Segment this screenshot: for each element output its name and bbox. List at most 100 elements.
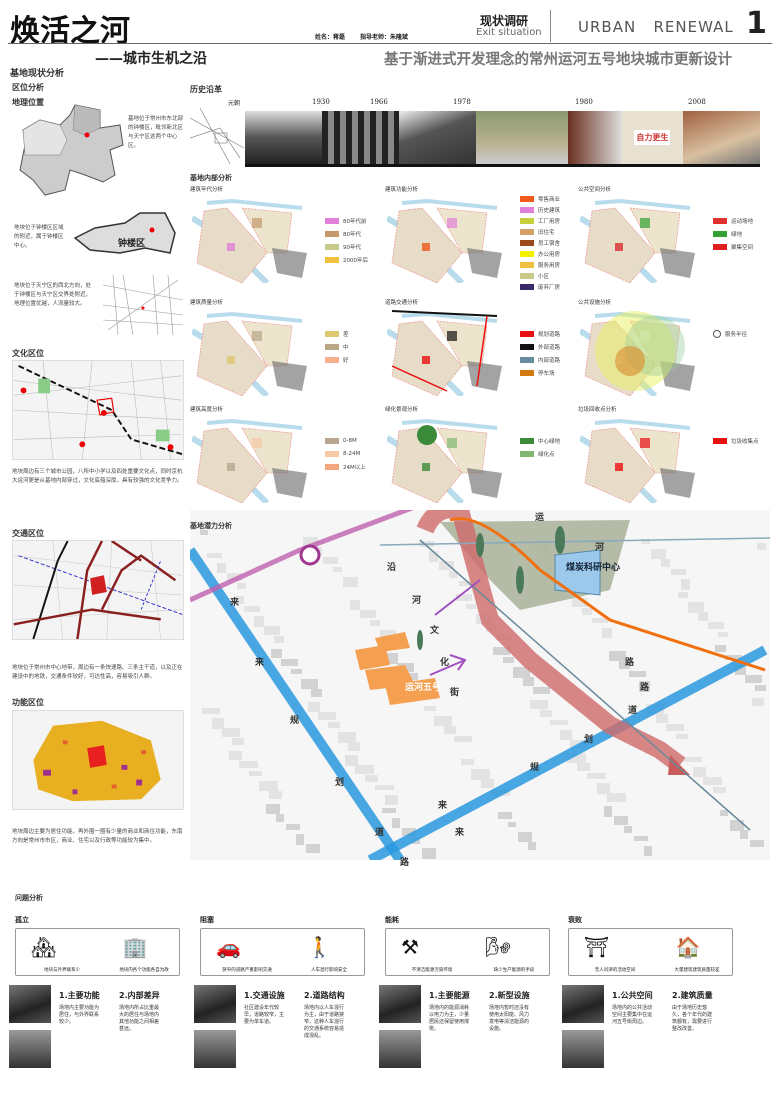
legend-label: 垃圾收集点	[731, 438, 759, 445]
legend-label: 办公用房	[538, 251, 561, 258]
legend-label: 运动场地	[731, 218, 754, 225]
geo-title: 地理位置	[12, 98, 44, 107]
site-label: 运河五号	[405, 683, 442, 693]
analysis-map	[192, 311, 307, 396]
analysis-map	[580, 418, 695, 503]
illustration-icon: 🏘 🏢	[31, 935, 178, 959]
problems-title: 问题分析	[15, 894, 43, 902]
legend-label: 绿化点	[538, 451, 555, 458]
problem-category: 孤立	[15, 916, 29, 924]
road-name-char: 规	[530, 763, 540, 773]
legend-item: 外部道路	[520, 341, 560, 352]
location-title: 区位分析	[12, 83, 44, 92]
legend-item: 停车场	[520, 367, 555, 378]
problem-illustration-box: ⛩ 🏠 无人问津的活动空间 大量建筑建筑质量较差	[568, 928, 733, 976]
legend-swatch	[520, 206, 534, 213]
problem-photo	[9, 985, 51, 1023]
culture-title: 文化区位	[12, 349, 44, 358]
legend-swatch	[325, 230, 339, 237]
problem-illustration-box: ⚒ 🌬不清洁能源污染环境缺少生产能源的手段	[385, 928, 550, 976]
analysis-map	[580, 311, 695, 396]
internal-title: 基地内部分析	[190, 174, 232, 182]
legend-label: 聚集空间	[731, 244, 754, 251]
city-map	[19, 104, 124, 196]
legend-label: 好	[343, 357, 349, 364]
illustration-caption: 不清洁能源污染环境	[411, 968, 453, 973]
traffic-caption: 地块位于常州市中心地带，周边有一条快速路、三条主干道，以及正在建设中的地铁，交通…	[12, 665, 183, 680]
road-name-char: 来	[255, 658, 265, 668]
site-analysis-title: 基地现状分析	[10, 69, 65, 79]
legend-swatch	[325, 217, 339, 224]
legend-item: 废弃厂房	[520, 281, 560, 292]
panel-title: 建筑高度分析	[190, 407, 224, 413]
legend-label: 服务用房	[538, 262, 561, 269]
problem-category: 能耗	[385, 916, 399, 924]
legend-item: 零售商业	[520, 193, 560, 204]
legend-label: 差	[343, 331, 349, 338]
problem-item-body: 场地内暂时还没有使用太阳能、风力发电等清洁能源的设施。	[489, 1005, 530, 1032]
road-name-char: 化	[440, 658, 450, 668]
history-timeline-bar	[245, 164, 760, 167]
legend-swatch	[713, 437, 727, 444]
illustration-caption: 狭窄的道路严重影响交通	[222, 968, 272, 973]
legend-label: 2000年后	[343, 257, 368, 264]
legend-item: 绿地	[713, 228, 742, 239]
street-map	[103, 275, 183, 335]
district-label: 钟楼区	[118, 239, 146, 249]
problem-item-body: 社区建设年代较早，道路较窄，主要为单车道。	[244, 1005, 285, 1025]
illustration-caption: 地块与外界联系少	[44, 968, 80, 973]
road-name-char: 河	[595, 543, 605, 553]
function-map	[12, 710, 184, 810]
function-title: 功能区位	[12, 698, 44, 707]
history-sign: 自力更生	[634, 130, 671, 145]
advisor: 指导老师：朱隆斌	[360, 34, 409, 41]
panel-title: 建筑功能分析	[385, 187, 419, 193]
road-name-char: 河	[412, 596, 422, 606]
history-year: 1980	[575, 98, 593, 106]
legend-swatch	[325, 450, 339, 457]
road-name-char: 文	[430, 626, 440, 636]
analysis-map	[387, 418, 502, 503]
problem-item-title: 2.道路结构	[304, 991, 345, 1000]
legend-item: 差	[325, 328, 349, 339]
legend-swatch	[325, 356, 339, 363]
section-en: Exit situation	[476, 27, 542, 38]
analysis-map	[580, 198, 695, 283]
road-name-char: 街	[450, 688, 460, 698]
legend-label: 8-24M	[343, 450, 361, 457]
problem-item-title: 2.内部差异	[119, 991, 160, 1000]
panel-title: 道路交通分析	[385, 300, 419, 306]
road-name-char: 沿	[387, 563, 397, 573]
road-name-char: 划	[335, 778, 345, 788]
history-photo: 自力更生	[621, 111, 684, 164]
illustration-caption: 大量建筑建筑质量较差	[674, 968, 720, 973]
legend-item: 内部道路	[520, 354, 560, 365]
history-photo	[245, 111, 322, 164]
legend-label: 工厂用房	[538, 218, 561, 225]
legend-swatch	[520, 250, 534, 257]
legend-label: 24M以上	[343, 464, 366, 471]
legend-swatch	[520, 217, 534, 224]
legend-item: 80年代前	[325, 215, 367, 226]
history-photo	[321, 111, 399, 164]
illustration-icon: ⛩ 🏠	[584, 935, 731, 959]
geo-caption-2: 地块位于钟楼区区域的附近，属于钟楼区中心。	[14, 225, 64, 249]
legend-swatch	[325, 256, 339, 263]
road-name-char: 运	[535, 513, 545, 523]
illustration-caption: 无人问津的活动空间	[594, 968, 636, 973]
legend-item: 运动场地	[713, 215, 753, 226]
problem-photo	[562, 1030, 604, 1068]
legend-swatch	[520, 195, 534, 202]
road-name-char: 路	[640, 683, 650, 693]
legend-item: 0-8M	[325, 435, 357, 446]
problem-photo	[562, 985, 604, 1023]
panel-title: 建筑质量分析	[190, 300, 224, 306]
legend-label: 停车场	[538, 370, 555, 377]
legend-label: 旧住宅	[538, 229, 555, 236]
legend-item: 员工宿舍	[520, 237, 560, 248]
history-photo-strip: 自力更生	[245, 111, 760, 164]
history-start: 元朝	[228, 100, 241, 107]
problem-item-title: 2.新型设施	[489, 991, 530, 1000]
legend-label: 中	[343, 344, 349, 351]
road-name-char: 规	[290, 716, 300, 726]
